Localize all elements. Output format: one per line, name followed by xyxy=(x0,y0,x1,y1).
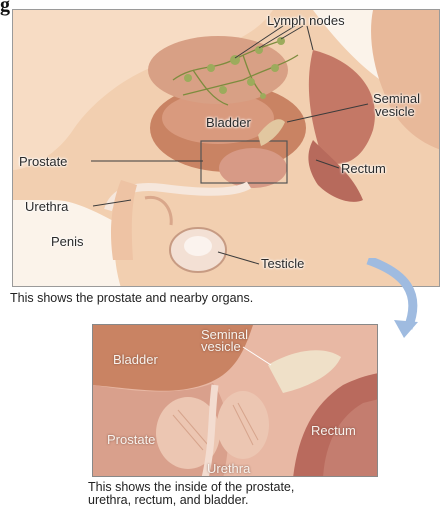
inset-label-seminal-line2: vesicle xyxy=(201,340,241,353)
figure-tag: g xyxy=(0,0,10,17)
label-testicle: Testicle xyxy=(261,257,304,270)
label-lymph-nodes: Lymph nodes xyxy=(267,14,345,27)
main-caption: This shows the prostate and nearby organ… xyxy=(10,292,253,305)
inset-closeup-panel: Seminal vesicle Bladder Prostate Rectum … xyxy=(92,324,378,477)
inset-caption-line2: urethra, rectum, and bladder. xyxy=(88,494,249,507)
label-bladder: Bladder xyxy=(206,116,251,129)
label-seminal-vesicle-line2: vesicle xyxy=(375,105,415,118)
main-anatomy-panel: Lymph nodes Seminal vesicle Bladder Pros… xyxy=(12,9,440,287)
inset-label-rectum: Rectum xyxy=(311,424,356,437)
label-penis: Penis xyxy=(51,235,84,248)
inset-label-prostate: Prostate xyxy=(107,433,155,446)
inset-label-urethra: Urethra xyxy=(207,462,250,475)
label-rectum: Rectum xyxy=(341,162,386,175)
inset-label-bladder: Bladder xyxy=(113,353,158,366)
label-prostate: Prostate xyxy=(19,155,67,168)
label-urethra: Urethra xyxy=(25,200,68,213)
prostate-shape xyxy=(219,148,287,188)
